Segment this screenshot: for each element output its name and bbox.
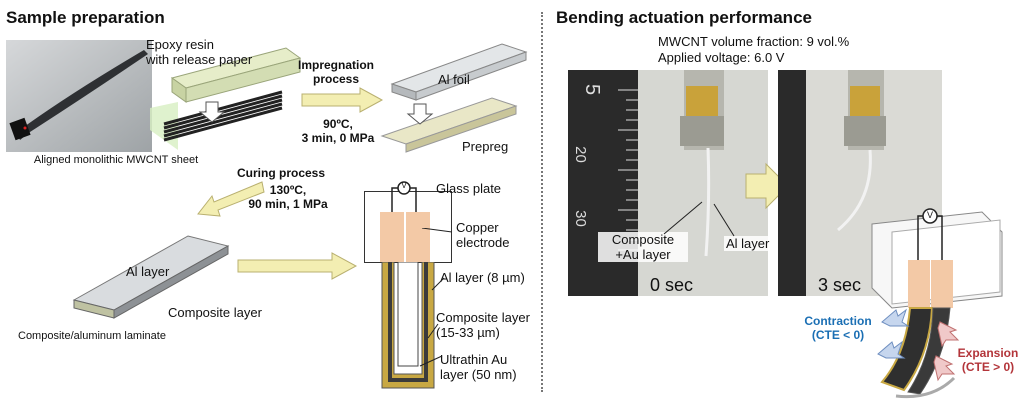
al-foil-prepreg-diagram bbox=[380, 43, 528, 153]
actuation-photo-0s bbox=[568, 70, 768, 296]
voltmeter-icon: V bbox=[401, 181, 407, 190]
al-foil-label: Al foil bbox=[438, 72, 470, 87]
curing-conditions: 130ºC, 90 min, 1 MPa bbox=[248, 183, 328, 211]
photo-caption: Aligned monolithic MWCNT sheet bbox=[33, 154, 199, 166]
ruler-number-30: 30 bbox=[571, 210, 589, 227]
composite-au-label: Composite +Au layer bbox=[598, 232, 688, 262]
device-leader-lines bbox=[419, 228, 453, 367]
voltmeter-icon-schematic: V bbox=[926, 210, 933, 220]
bending-actuation-title: Bending actuation performance bbox=[556, 8, 812, 27]
device-wiring bbox=[391, 181, 417, 212]
device-strip bbox=[381, 262, 435, 389]
ruler-number-20: 20 bbox=[571, 146, 589, 163]
impregnation-title: Impregnation process bbox=[297, 58, 374, 86]
au-layer-label: Ultrathin Au layer (50 nm) bbox=[440, 352, 517, 382]
glass-plate-label: Glass plate bbox=[436, 181, 502, 196]
ruler-number-5: 5 bbox=[581, 83, 604, 96]
laminate-composite-layer-label: Composite layer bbox=[168, 305, 262, 320]
actuation-scene-3s bbox=[778, 70, 886, 296]
mwcnt-sheet-image bbox=[6, 40, 152, 152]
transition-arrow bbox=[745, 162, 789, 210]
fabrication-arrow bbox=[237, 252, 358, 280]
epoxy-stack-diagram bbox=[163, 47, 302, 142]
epoxy-label: Epoxy resin with release paper bbox=[146, 37, 253, 67]
mwcnt-fraction: MWCNT volume fraction: 9 vol.% bbox=[658, 34, 850, 49]
impregnation-conditions: 90ºC, 3 min, 0 MPa bbox=[301, 117, 375, 145]
photo-leader-lines bbox=[663, 201, 735, 237]
laminate-al-layer-label: Al layer bbox=[126, 264, 170, 279]
laminate-caption: Composite/aluminum laminate bbox=[18, 330, 166, 342]
mwcnt-sheet-photo bbox=[6, 40, 152, 152]
actuation-scene-0s bbox=[568, 70, 724, 296]
copper-electrode-label: Copper electrode bbox=[456, 220, 510, 250]
bending-schematic bbox=[871, 208, 1003, 399]
impregnation-arrow bbox=[301, 87, 384, 113]
expansion-label: Expansion (CTE > 0) bbox=[957, 346, 1019, 374]
expansion-arrows bbox=[933, 321, 960, 382]
laminate-diagram bbox=[72, 235, 230, 319]
panel-divider bbox=[541, 12, 543, 392]
composite-layer-thickness-label: Composite layer (15-33 µm) bbox=[436, 310, 530, 340]
photo-al-layer-label: Al layer bbox=[724, 236, 772, 251]
curing-arrow bbox=[197, 181, 265, 217]
copper-electrode-left bbox=[380, 212, 404, 262]
contraction-arrows bbox=[877, 308, 910, 359]
time-label-0s: 0 sec bbox=[650, 275, 694, 295]
curing-title: Curing process bbox=[237, 166, 326, 180]
contraction-label: Contraction (CTE < 0) bbox=[804, 314, 872, 342]
al-layer-thickness-label: Al layer (8 µm) bbox=[440, 270, 525, 285]
time-label-3s: 3 sec bbox=[818, 275, 862, 295]
applied-voltage: Applied voltage: 6.0 V bbox=[658, 50, 785, 65]
prepreg-label: Prepreg bbox=[462, 139, 509, 154]
copper-electrode-right bbox=[406, 212, 430, 262]
sample-preparation-title: Sample preparation bbox=[6, 8, 165, 27]
